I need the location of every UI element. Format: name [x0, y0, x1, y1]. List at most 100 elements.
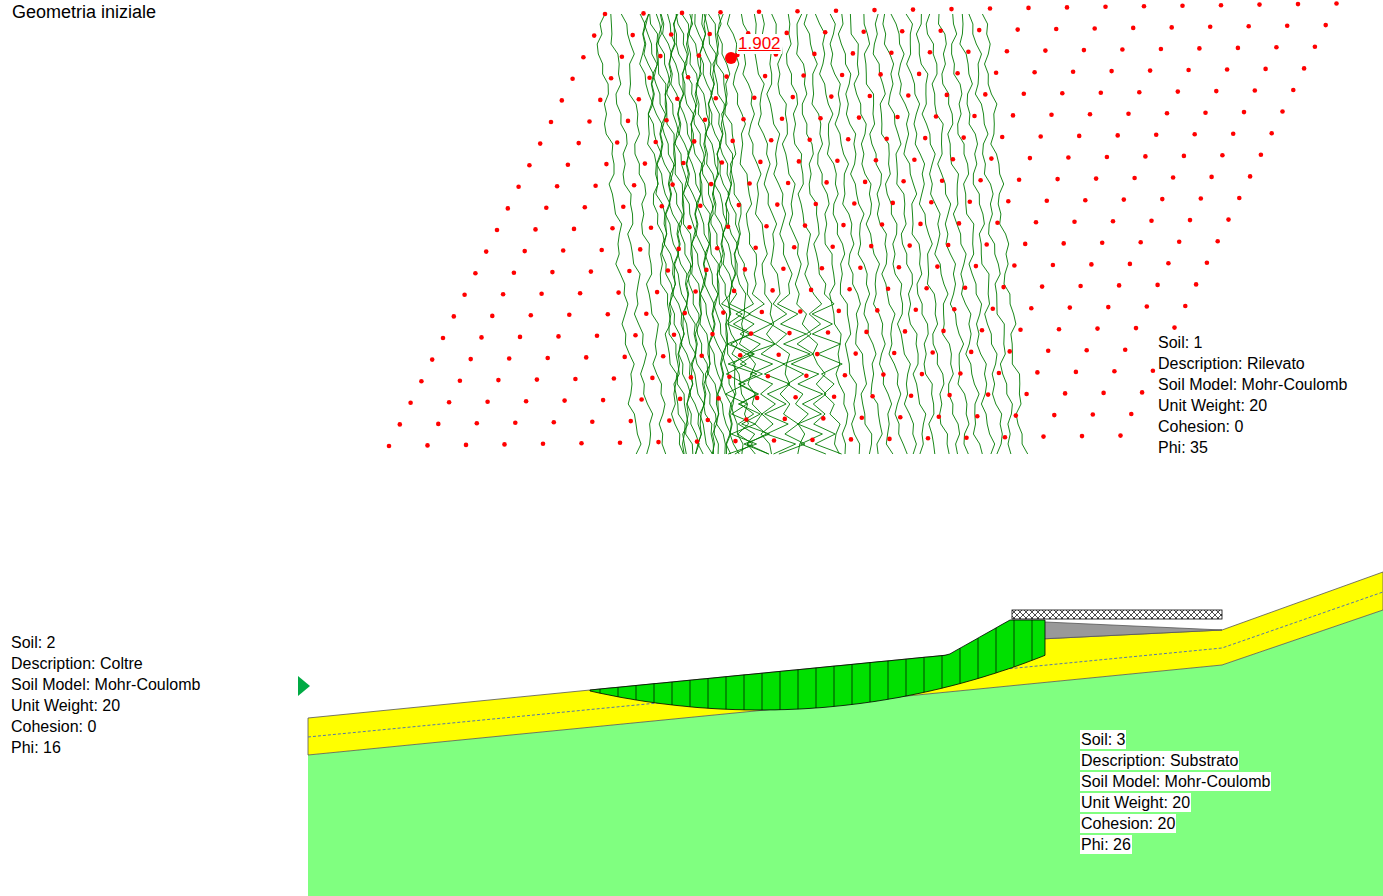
grid-point: [1118, 433, 1123, 438]
grid-point: [616, 290, 621, 295]
grid-point: [892, 351, 897, 356]
contour-line: [762, 14, 810, 454]
title: Geometria iniziale: [12, 2, 156, 23]
grid-point: [974, 264, 979, 269]
grid-point: [606, 312, 611, 317]
grid-point: [637, 97, 642, 102]
grid-point: [772, 438, 777, 443]
grid-point: [881, 372, 886, 377]
grid-point: [541, 442, 546, 447]
grid-point: [963, 285, 968, 290]
grid-point: [639, 397, 644, 402]
grid-point: [874, 158, 879, 163]
grid-point: [1084, 348, 1089, 353]
grid-point: [686, 75, 691, 80]
grid-point: [988, 6, 993, 11]
grid-point: [951, 157, 956, 162]
grid-point: [609, 76, 614, 81]
grid-point: [738, 353, 743, 358]
grid-point: [621, 205, 626, 210]
grid-point: [572, 227, 577, 232]
grid-point: [538, 141, 543, 146]
grid-point: [513, 421, 518, 426]
safety-factor: 1.902: [737, 34, 782, 54]
grid-point: [847, 287, 852, 292]
contour-line: [804, 14, 848, 454]
grid-point: [1172, 325, 1177, 330]
grid-point: [610, 226, 615, 231]
grid-point: [1208, 25, 1213, 30]
grid-point: [1109, 69, 1114, 74]
grid-point: [1003, 435, 1008, 440]
grid-point: [757, 10, 762, 15]
grid-point: [901, 179, 906, 184]
contour-line: [689, 14, 731, 454]
slice-line: [726, 677, 727, 710]
grid-point: [549, 120, 554, 125]
grid-point: [1043, 48, 1048, 53]
grid-point: [1103, 5, 1108, 10]
grid-point: [545, 356, 550, 361]
grid-point: [829, 94, 834, 99]
grid-point: [903, 329, 908, 334]
contour-line: [939, 14, 983, 454]
grid-point: [1242, 110, 1247, 115]
soil-property: Cohesion: 20: [1080, 814, 1176, 833]
grid-point: [698, 203, 703, 208]
grid-point: [793, 395, 798, 400]
grid-point: [518, 335, 523, 340]
grid-point: [527, 163, 532, 168]
soil-property: Soil Model: Mohr-Coulomb: [1157, 375, 1348, 394]
grid-point: [726, 224, 731, 229]
grid-point: [495, 228, 500, 233]
contour-line: [695, 14, 739, 454]
grid-point: [949, 7, 954, 12]
grid-point: [849, 437, 854, 442]
soil-property: Soil: 2: [10, 633, 56, 652]
grid-point: [661, 354, 666, 359]
grid-point: [1012, 263, 1017, 268]
grid-point: [473, 271, 478, 276]
grid-point: [704, 268, 709, 273]
grid-point: [841, 223, 846, 228]
grid-point: [1143, 154, 1148, 159]
slice-line: [834, 666, 835, 706]
grid-point: [1091, 412, 1096, 417]
grid-point: [501, 292, 506, 297]
grid-point: [522, 249, 527, 254]
grid-point: [1026, 6, 1031, 11]
grid-point: [1231, 131, 1236, 136]
grid-point: [1209, 175, 1214, 180]
grid-point: [484, 249, 489, 254]
grid-point: [1214, 89, 1219, 94]
grid-point: [821, 416, 826, 421]
grid-point: [755, 396, 760, 401]
grid-point: [807, 138, 812, 143]
grid-point: [1183, 304, 1188, 309]
grid-point: [1006, 199, 1011, 204]
slice-line: [654, 684, 655, 703]
grid-point: [627, 269, 632, 274]
contour-line: [682, 14, 726, 454]
soil-property: Phi: 16: [10, 738, 62, 757]
grid-point: [720, 160, 725, 165]
grid-point: [787, 331, 792, 336]
grid-point: [1226, 217, 1231, 222]
slice-line: [690, 680, 691, 707]
contour-line: [926, 14, 969, 454]
grid-point: [1055, 177, 1060, 182]
safety-contours: [597, 14, 1027, 454]
grid-point: [863, 180, 868, 185]
grid-point: [1088, 112, 1093, 117]
grid-point: [721, 310, 726, 315]
grid-point: [1171, 175, 1176, 180]
soil-property: Soil: 3: [1080, 730, 1126, 749]
grid-point: [1083, 198, 1088, 203]
grid-point: [436, 422, 441, 427]
grid-point: [1060, 91, 1065, 96]
grid-point: [820, 266, 825, 271]
grid-point: [1192, 132, 1197, 137]
grid-point: [1128, 262, 1133, 267]
contour-line: [727, 14, 775, 454]
grid-point: [425, 443, 430, 448]
